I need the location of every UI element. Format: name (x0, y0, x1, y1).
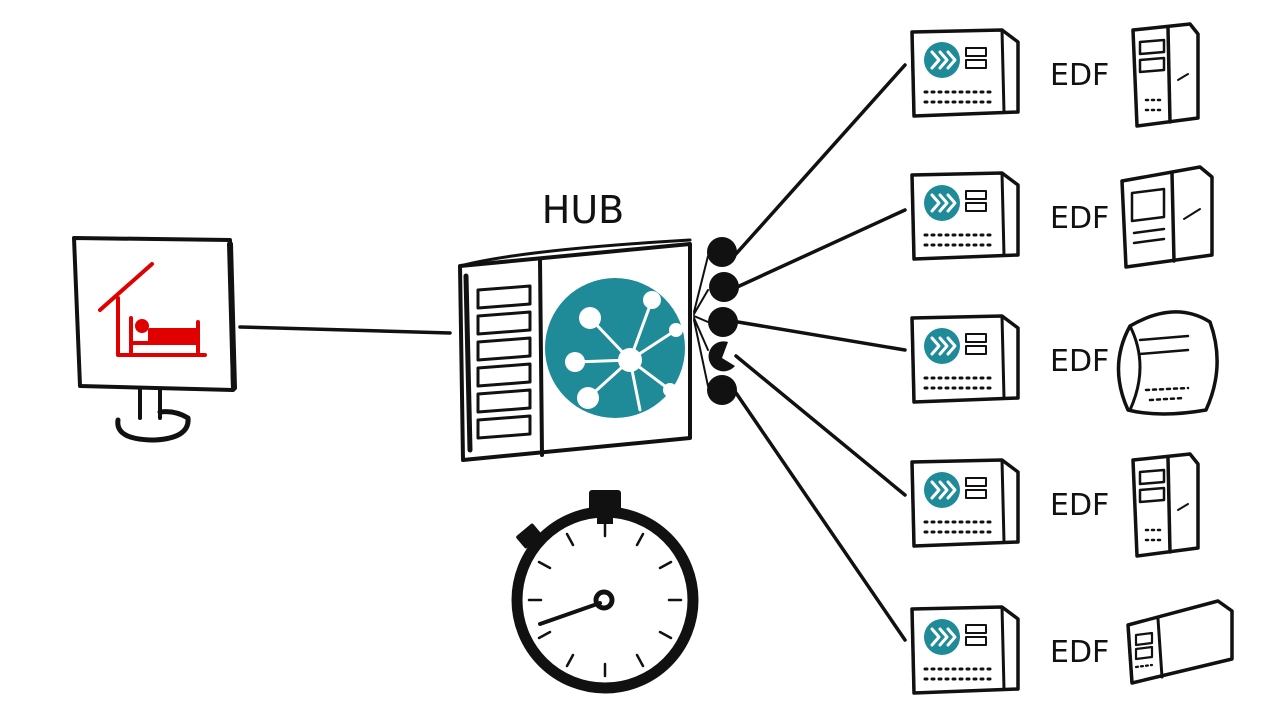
client-server (910, 28, 1020, 118)
server-arrow-logo-icon (924, 619, 960, 655)
hub-label: HUB (542, 188, 624, 232)
hub-to-edf-line-4 (734, 354, 907, 497)
monitor-stand (115, 409, 191, 443)
hub-top-edge (458, 238, 692, 268)
stopwatch-crown (589, 490, 621, 512)
bed-pillow-head (135, 319, 149, 333)
edf-label: EDF (1050, 488, 1109, 523)
monitor-frame-shadow (227, 241, 237, 391)
connection-lines (238, 63, 907, 642)
client-server (910, 171, 1020, 261)
hub-ports (707, 237, 739, 405)
edf-tower-horizontal (1126, 599, 1234, 685)
edf-tower-slim (1131, 22, 1200, 128)
hub-port-3 (708, 307, 738, 337)
monitor-to-hub-line (238, 325, 452, 335)
hub-left-panel-divider (538, 258, 544, 457)
server-arrow-logo-icon (924, 185, 960, 221)
edf-node-2: EDF (910, 165, 1214, 269)
edf-label: EDF (1050, 344, 1109, 379)
edf-tower-slim (1131, 452, 1200, 558)
edf-tower-rounded (1116, 310, 1219, 416)
hub-port-fan-lines (693, 255, 709, 387)
client-server (910, 605, 1020, 695)
hub-drive-bays (463, 273, 532, 453)
bed-mattress (148, 328, 198, 344)
monitor (72, 236, 237, 443)
edf-label: EDF (1050, 635, 1109, 670)
edf-label: EDF (1050, 58, 1109, 93)
server-arrow-logo-icon (924, 42, 960, 78)
client-server (910, 458, 1020, 548)
stopwatch-face (511, 506, 699, 694)
stopwatch-ticks (527, 522, 683, 678)
client-server (910, 314, 1020, 404)
hub-port-2 (709, 272, 739, 302)
hub-port-5 (707, 375, 737, 405)
hub-network-icon (545, 278, 685, 418)
house-bed-icon (98, 262, 207, 357)
monitor-neck (138, 386, 162, 420)
edf-nodes: EDF EDF EDF EDF EDF (910, 22, 1234, 695)
hub-device (458, 237, 739, 462)
edf-node-3: EDF (910, 310, 1219, 416)
hub-body-outline (458, 242, 692, 462)
monitor-frame (72, 236, 235, 392)
stopwatch-pivot (593, 589, 615, 611)
edf-node-4: EDF (910, 452, 1200, 558)
hub-to-edf-line-1 (733, 63, 907, 257)
house-wall (116, 296, 207, 357)
stopwatch-side-button (516, 523, 542, 549)
hub-to-edf-line-3 (736, 320, 907, 352)
hub-to-edf-line-2 (733, 208, 907, 290)
hub-port-1 (707, 237, 737, 267)
server-arrow-logo-icon (924, 472, 960, 508)
house-roof (98, 262, 154, 312)
edf-tower-wide (1120, 165, 1214, 269)
hub-to-edf-line-5 (732, 388, 907, 642)
stopwatch-icon (511, 490, 699, 694)
stopwatch-hand (538, 601, 602, 626)
edf-label: EDF (1050, 201, 1109, 236)
hub-port-4 (708, 341, 735, 372)
server-arrow-logo-icon (924, 328, 960, 364)
edf-node-1: EDF (910, 22, 1200, 128)
edf-node-5: EDF (910, 599, 1234, 695)
